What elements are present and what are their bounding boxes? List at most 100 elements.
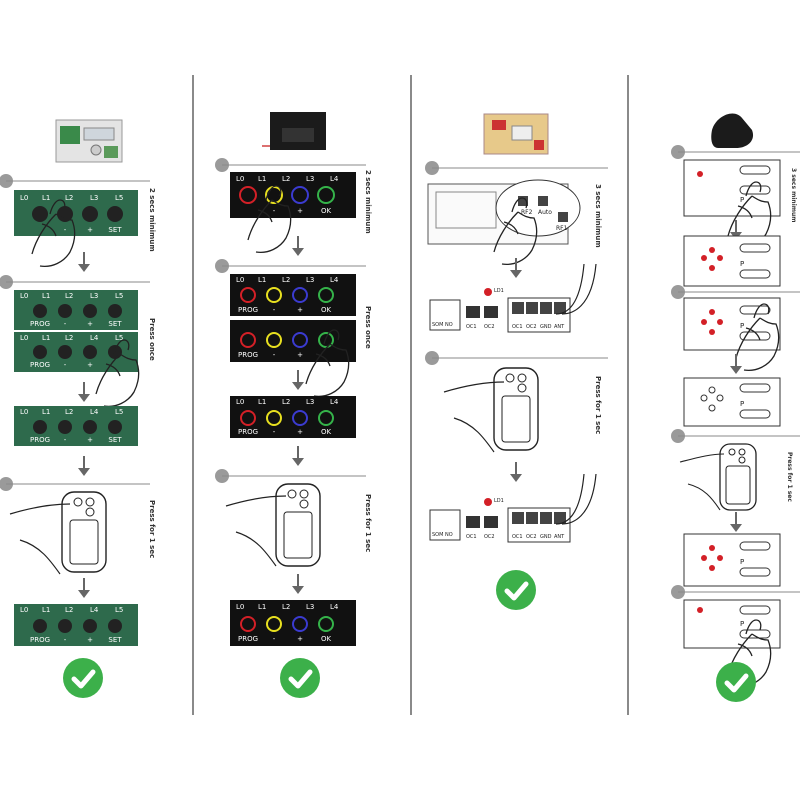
- svg-text:L2: L2: [282, 276, 290, 284]
- svg-text:P: P: [740, 558, 744, 566]
- arrow-down-icon: [291, 573, 305, 595]
- svg-text:L1: L1: [258, 175, 266, 183]
- svg-text:ANT: ANT: [554, 324, 565, 330]
- instruction-text: Press for 1 sec: [364, 494, 372, 552]
- led-panel-step2b: PROG - +: [230, 320, 356, 362]
- instruction-text: 2 secs minimum: [148, 188, 156, 252]
- svg-text:P: P: [740, 196, 744, 204]
- svg-text:+: +: [87, 226, 93, 234]
- svg-text:L2: L2: [65, 334, 73, 342]
- svg-text:L3: L3: [306, 175, 314, 183]
- receiver-box-image: [262, 112, 326, 150]
- svg-text:L0: L0: [236, 175, 244, 183]
- svg-text:L2: L2: [65, 194, 73, 202]
- svg-text:L5: L5: [115, 606, 123, 614]
- svg-text:OC1: OC1: [466, 324, 477, 330]
- svg-text:P: P: [740, 400, 744, 408]
- led-panel-step2a: L0 L1 L2 L3 L4 PROG - + OK: [230, 274, 356, 316]
- svg-text:L2: L2: [65, 408, 73, 416]
- svg-text:+: +: [87, 361, 93, 369]
- arrow-down-icon: [77, 251, 91, 273]
- svg-text:L0: L0: [20, 408, 28, 416]
- svg-text:L0: L0: [236, 603, 244, 611]
- remote-control-image: [679, 443, 757, 511]
- svg-text:L1: L1: [42, 292, 50, 300]
- circuit-board-image: [483, 113, 549, 155]
- arrow-down-icon: [77, 577, 91, 599]
- svg-text:PROG: PROG: [30, 361, 50, 369]
- antenna-device-image: [711, 113, 754, 148]
- led-panel-step2a: L0 L1 L2 L3 L5 PROG - + SET: [14, 290, 138, 330]
- instruction-text: Press once: [148, 318, 156, 361]
- led-panel-step2b: L0 L1 L2 L4 L5 PROG - +: [14, 332, 138, 372]
- svg-text:PROG: PROG: [238, 635, 258, 643]
- led-panel-step3: L0 L1 L2 L3 L4 PROG - + OK: [230, 396, 356, 438]
- led-panel-step5: L0 L1 L2 L3 L4 PROG - + OK: [230, 600, 356, 646]
- svg-text:OC1: OC1: [512, 534, 523, 540]
- svg-text:L3: L3: [306, 398, 314, 406]
- svg-text:OK: OK: [321, 428, 332, 436]
- remote-control-image: [9, 491, 107, 575]
- svg-text:SET: SET: [108, 226, 122, 234]
- keypad-panel-step3: P: [683, 297, 781, 351]
- remote-control-image: [225, 483, 321, 567]
- svg-text:L2: L2: [282, 398, 290, 406]
- instruction-text: 3 secs minimum: [594, 184, 602, 248]
- remote-control-image: [443, 367, 539, 453]
- svg-text:SET: SET: [108, 436, 122, 444]
- svg-text:L3: L3: [90, 292, 98, 300]
- svg-text:+: +: [87, 436, 93, 444]
- svg-text:RF2: RF2: [521, 209, 533, 216]
- arrow-down-icon: [729, 511, 743, 533]
- svg-text:GND: GND: [540, 534, 552, 540]
- instruction-text: 2 secs minimum: [364, 170, 372, 234]
- svg-text:-: -: [64, 436, 67, 444]
- svg-text:+: +: [297, 306, 303, 314]
- svg-text:P: P: [740, 620, 744, 628]
- svg-text:GND: GND: [540, 324, 552, 330]
- svg-text:L1: L1: [42, 334, 50, 342]
- svg-text:L4: L4: [90, 334, 99, 342]
- svg-text:-: -: [64, 226, 67, 234]
- svg-text:L5: L5: [115, 334, 123, 342]
- column-4: P 3 secs minimum P P: [671, 113, 800, 702]
- svg-text:L3: L3: [306, 603, 314, 611]
- svg-text:+: +: [297, 428, 303, 436]
- svg-text:L0: L0: [236, 398, 244, 406]
- svg-text:SOM NO: SOM NO: [432, 532, 453, 538]
- svg-text:L1: L1: [258, 276, 266, 284]
- svg-text:OC2: OC2: [526, 324, 537, 330]
- svg-text:L0: L0: [20, 194, 28, 202]
- svg-text:OK: OK: [321, 207, 332, 215]
- svg-text:L2: L2: [65, 606, 73, 614]
- arrow-down-icon: [291, 445, 305, 467]
- keypad-panel-step4: P: [683, 377, 781, 427]
- svg-text:-: -: [64, 320, 67, 328]
- svg-text:+: +: [297, 207, 303, 215]
- svg-text:+: +: [87, 636, 93, 644]
- instruction-text: Press for 1 sec: [148, 500, 156, 558]
- terminal-block-diagram-1: SOM NO OC1 OC2 LD1 OC1 OC2 GND ANT: [429, 263, 597, 333]
- keypad-panel-step2: P: [683, 235, 781, 287]
- svg-text:-: -: [64, 361, 67, 369]
- arrow-down-icon: [291, 235, 305, 257]
- svg-text:-: -: [273, 351, 276, 359]
- receiver-board-diagram: RF2 Auto RF1: [427, 179, 581, 245]
- svg-text:P: P: [740, 322, 744, 330]
- svg-text:LD1: LD1: [494, 288, 504, 294]
- keypad-panel-step6: P: [683, 533, 781, 587]
- svg-text:L2: L2: [282, 175, 290, 183]
- led-panel-step1: L0 L1 L2 L3 L4 - + OK: [230, 172, 356, 218]
- svg-text:PROG: PROG: [238, 351, 258, 359]
- instruction-text: Press once: [364, 306, 372, 349]
- svg-text:PROG: PROG: [238, 428, 258, 436]
- svg-text:L5: L5: [115, 292, 123, 300]
- svg-text:RF1: RF1: [556, 225, 568, 232]
- arrow-down-icon: [291, 369, 305, 391]
- svg-text:OK: OK: [321, 635, 332, 643]
- svg-text:SET: SET: [108, 320, 122, 328]
- svg-text:SOM NO: SOM NO: [432, 322, 453, 328]
- keypad-panel-step7: P: [683, 599, 781, 649]
- svg-text:PROG: PROG: [30, 636, 50, 644]
- svg-text:L4: L4: [330, 175, 339, 183]
